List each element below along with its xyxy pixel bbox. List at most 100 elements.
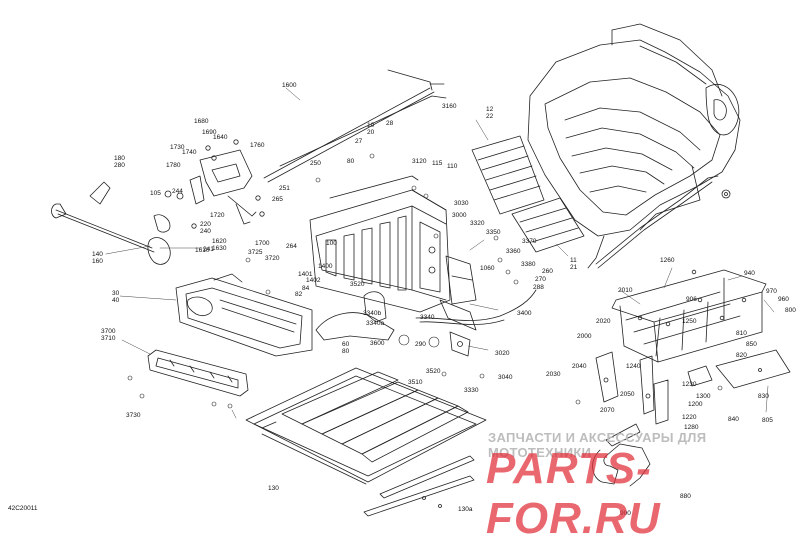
part-number: 264 (286, 243, 297, 250)
part-label: 1690 (202, 129, 216, 136)
part-number: 110 (447, 163, 458, 170)
part-number: 2050 (620, 391, 635, 398)
latch-mechanism (189, 139, 265, 229)
part-number: 40 (112, 297, 120, 304)
part-label: 1402 (306, 277, 320, 284)
part-number: 80 (347, 158, 355, 165)
part-label: 1760 (250, 142, 264, 149)
part-number: 2030 (546, 371, 561, 378)
part-number: 805 (762, 417, 773, 424)
part-number: 2040 (572, 363, 587, 370)
part-label: 1260 (660, 257, 674, 264)
part-number: 830 (758, 393, 769, 400)
part-number: 3320 (470, 220, 485, 227)
part-number: 3030 (454, 200, 469, 207)
part-number: 3350 (486, 229, 501, 236)
part-label: 1730 (170, 144, 184, 151)
floor-panel-small (511, 197, 585, 253)
part-label: 3340b (363, 310, 381, 317)
part-number: 1720 (210, 212, 225, 219)
part-number: 100 (326, 240, 337, 247)
watermark-tagline: ЗАПЧАСТИ И АКСЕССУАРЫ ДЛЯ МОТОТЕХНИКИ (488, 430, 707, 460)
part-label: 1600 (282, 82, 296, 89)
part-number: 60 (342, 341, 350, 348)
part-label: 1280 (684, 424, 698, 431)
part-number: 260 (542, 268, 553, 275)
part-number: 3520 (350, 281, 365, 288)
part-label: 3510 (408, 379, 422, 386)
part-number: 1230 (682, 381, 697, 388)
part-label: 244 (172, 188, 183, 195)
part-number: 1060 (480, 265, 495, 272)
part-number: 240 (200, 228, 211, 235)
part-number: 840 (728, 416, 739, 423)
part-number: 1200 (688, 401, 703, 408)
part-label: 850 (746, 341, 757, 348)
part-label: 2030 (546, 371, 560, 378)
part-label: 288 (533, 284, 544, 291)
cover-plate (715, 349, 791, 389)
inner-tailgate-panel (175, 273, 395, 357)
part-number: 290 (415, 341, 426, 348)
part-number: 2070 (600, 407, 615, 414)
part-number: 2000 (577, 333, 592, 340)
part-number: 1240 (626, 363, 641, 370)
part-label: 970 (766, 288, 777, 295)
left-arm-assembly (51, 181, 184, 265)
lift-bracket (592, 351, 713, 487)
part-number: 84 (302, 285, 310, 292)
part-number: 130a (458, 506, 473, 513)
part-label: 2040 (572, 363, 586, 370)
part-number: 3600 (370, 340, 385, 347)
part-number: 10 (367, 122, 375, 129)
part-label: 3380 (521, 261, 535, 268)
part-label: 3340a (366, 320, 384, 327)
part-label: 3360 (506, 248, 520, 255)
part-label: 1680 (194, 118, 208, 125)
part-label: 840 (728, 416, 739, 423)
part-number: 1700 (255, 240, 270, 247)
part-number: 3400 (517, 310, 532, 317)
part-label: 1780 (166, 162, 180, 169)
part-number: 3340a (366, 320, 385, 327)
part-label: 241 (203, 246, 214, 253)
part-number: 1260 (660, 257, 675, 264)
part-number: 1280 (684, 424, 699, 431)
part-number: 1400 (318, 263, 333, 270)
part-label: 290 (415, 341, 426, 348)
part-number: 220 (200, 221, 211, 228)
part-number: 3510 (408, 379, 423, 386)
part-label: 1300 (696, 393, 710, 400)
part-number: 3725 (248, 249, 263, 256)
part-label: 2000 (577, 333, 591, 340)
part-number: 3160 (442, 103, 457, 110)
part-number: 1610 (195, 247, 210, 254)
part-label: 880 (680, 493, 691, 500)
part-label: 250 (310, 160, 321, 167)
part-number: 30 (112, 290, 120, 297)
part-number: 1300 (696, 393, 711, 400)
cable-assembly (263, 69, 447, 183)
part-label: 3520 (350, 281, 364, 288)
part-number: 1402 (306, 277, 321, 284)
part-label: 3725 (248, 249, 262, 256)
part-number: 1220 (682, 414, 697, 421)
watermark-logo: PARTS-FOR.RU (486, 444, 661, 543)
part-number: 3120 (412, 158, 427, 165)
diagram-code: 42C20011 (8, 505, 38, 512)
part-label: 82 (295, 291, 302, 298)
hinge-bracket (439, 255, 477, 357)
part-label: 1230 (682, 381, 696, 388)
part-label: 1200 (688, 401, 702, 408)
part-label: 3350 (486, 229, 500, 236)
part-number: 2010 (618, 287, 633, 294)
part-number: 880 (680, 493, 691, 500)
part-number: 180 (114, 155, 125, 162)
part-number: 810 (736, 330, 747, 337)
part-number: 265 (272, 196, 283, 203)
